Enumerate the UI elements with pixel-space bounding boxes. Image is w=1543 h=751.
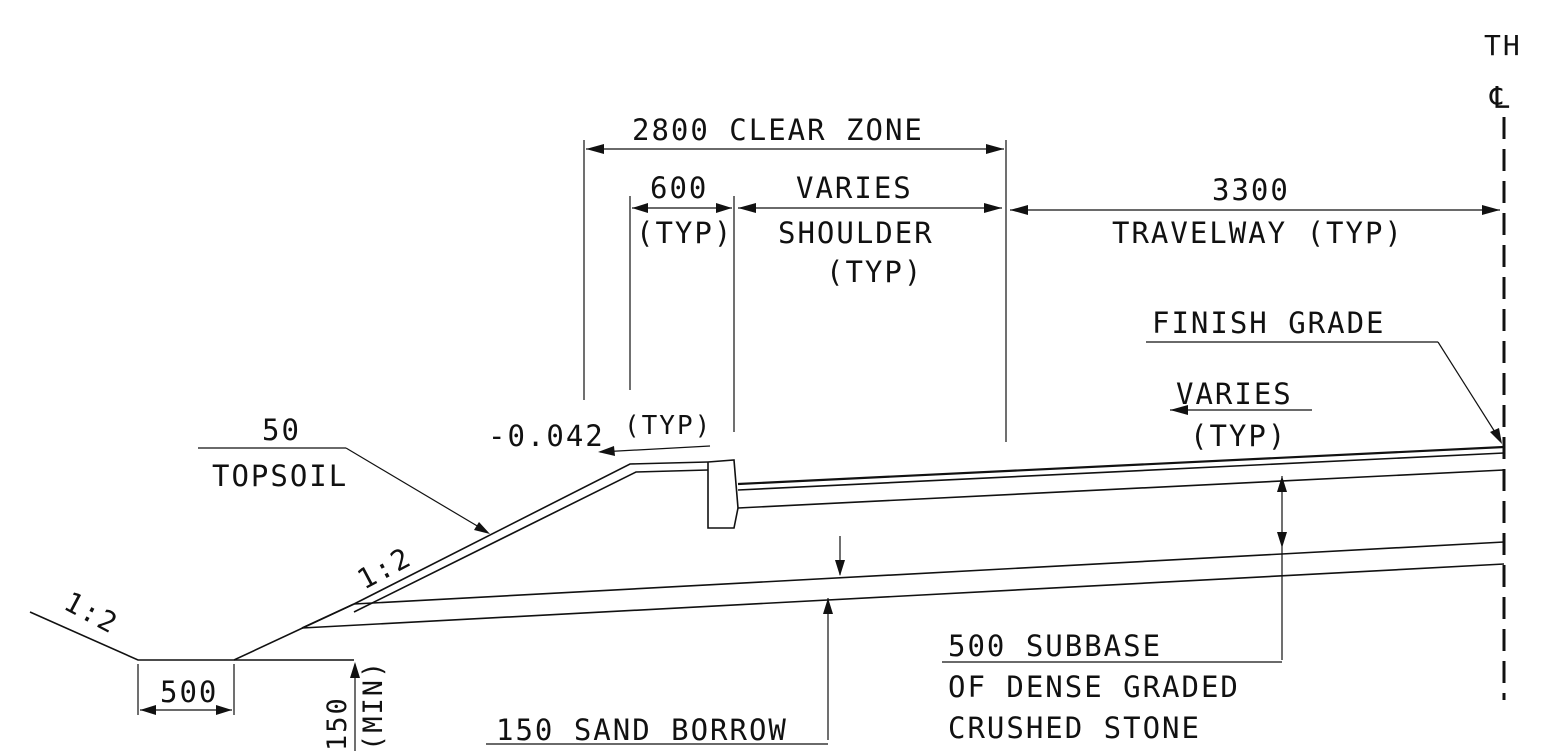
arrowhead (350, 662, 360, 678)
arrowhead (1010, 205, 1028, 215)
dim-600-label: 600 (650, 171, 708, 205)
arrowhead (984, 203, 1002, 213)
shoulder-surface-bottom (353, 469, 709, 613)
topsoil-label: TOPSOIL (212, 459, 348, 493)
shoulder-surface-top (353, 461, 709, 605)
arrowhead (586, 144, 604, 154)
arrowhead (1482, 205, 1500, 215)
sand-borrow-label: 150 SAND BORROW (496, 713, 788, 747)
shoulder-slope-typ-label: (TYP) (624, 411, 712, 441)
pavement-base-line (737, 469, 1505, 509)
dim-3300-label: 3300 (1212, 173, 1290, 207)
arrowhead (216, 705, 232, 715)
subbase-bottom-line (301, 563, 1505, 629)
arrowhead (598, 446, 615, 456)
arrowhead (716, 203, 732, 213)
travel-slope-typ-label: (TYP) (1190, 419, 1287, 453)
shoulder-slope-label: -0.042 (488, 419, 605, 453)
subbase-label-line1: 500 SUBBASE (948, 629, 1162, 663)
dim-150-min-label: (MIN) (358, 660, 389, 751)
finish-grade-surface-bottom (737, 452, 1505, 491)
dim-600-typ-label: (TYP) (636, 216, 733, 250)
arrowhead (1170, 405, 1188, 415)
finish-grade-label: FINISH GRADE (1152, 306, 1386, 340)
arrowhead (1490, 428, 1502, 444)
ditch-profile (29, 603, 355, 661)
corner-label: TH (1484, 29, 1522, 62)
shoulder-label: SHOULDER (778, 216, 934, 250)
dim-150-label: 150 (322, 696, 353, 751)
topsoil-depth-label: 50 (262, 413, 301, 447)
arrowhead (1277, 476, 1287, 492)
subbase-top-line (353, 541, 1505, 605)
finish-grade-leader (1437, 341, 1501, 441)
arrowhead (986, 144, 1004, 154)
travelway-label: TRAVELWAY (TYP) (1112, 216, 1404, 250)
travel-slope-varies-label: VARIES (1176, 377, 1293, 411)
shoulder-typ-label: (TYP) (826, 255, 923, 289)
subbase-label-line3: CRUSHED STONE (948, 711, 1201, 745)
shoulder-varies-label: VARIES (796, 171, 913, 205)
shoulder-slope-arrow-line (599, 445, 711, 453)
arrowhead (140, 705, 156, 715)
curb (707, 459, 739, 529)
arrowhead (835, 560, 845, 576)
arrowhead (474, 522, 490, 534)
arrowhead (823, 598, 833, 614)
topsoil-leader (345, 447, 485, 531)
dim-500-label: 500 (160, 675, 218, 709)
arrowhead (738, 203, 756, 213)
outer-slope-label: 1:2 (59, 585, 124, 641)
finish-grade-surface-top (737, 445, 1505, 486)
arrowhead (632, 203, 648, 213)
clear-zone-label: 2800 CLEAR ZONE (632, 113, 924, 147)
subbase-label-line2: OF DENSE GRADED (948, 670, 1240, 704)
centerline-symbol: ℄ (1489, 81, 1511, 116)
arrowhead (1277, 532, 1287, 548)
